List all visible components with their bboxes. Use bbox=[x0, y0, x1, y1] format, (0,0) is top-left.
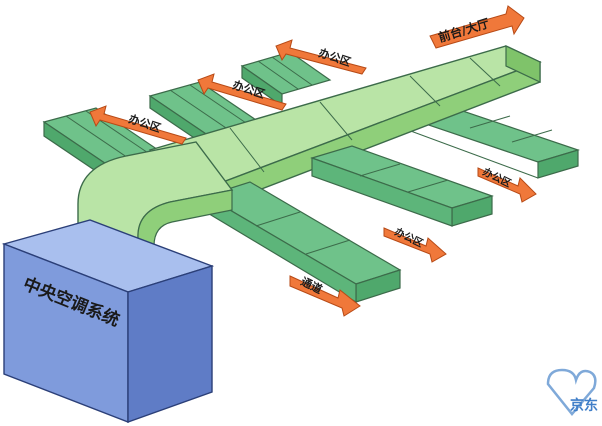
arrow-corridor: 通道 bbox=[289, 274, 361, 317]
arrow-office-4-label: 办公区 bbox=[481, 165, 514, 190]
watermark-text: 京东 bbox=[570, 397, 598, 414]
branch-duct-5 bbox=[310, 145, 494, 227]
branch-duct-1 bbox=[240, 51, 332, 108]
ac-unit bbox=[1, 219, 215, 424]
branch-duct-4 bbox=[406, 105, 580, 179]
branch-duct-6 bbox=[204, 181, 402, 304]
watermark-logo: 京东 bbox=[546, 368, 598, 416]
arrow-front-hall: 前台/大厅 bbox=[429, 5, 525, 49]
arrow-office-5: 办公区 bbox=[383, 225, 447, 263]
